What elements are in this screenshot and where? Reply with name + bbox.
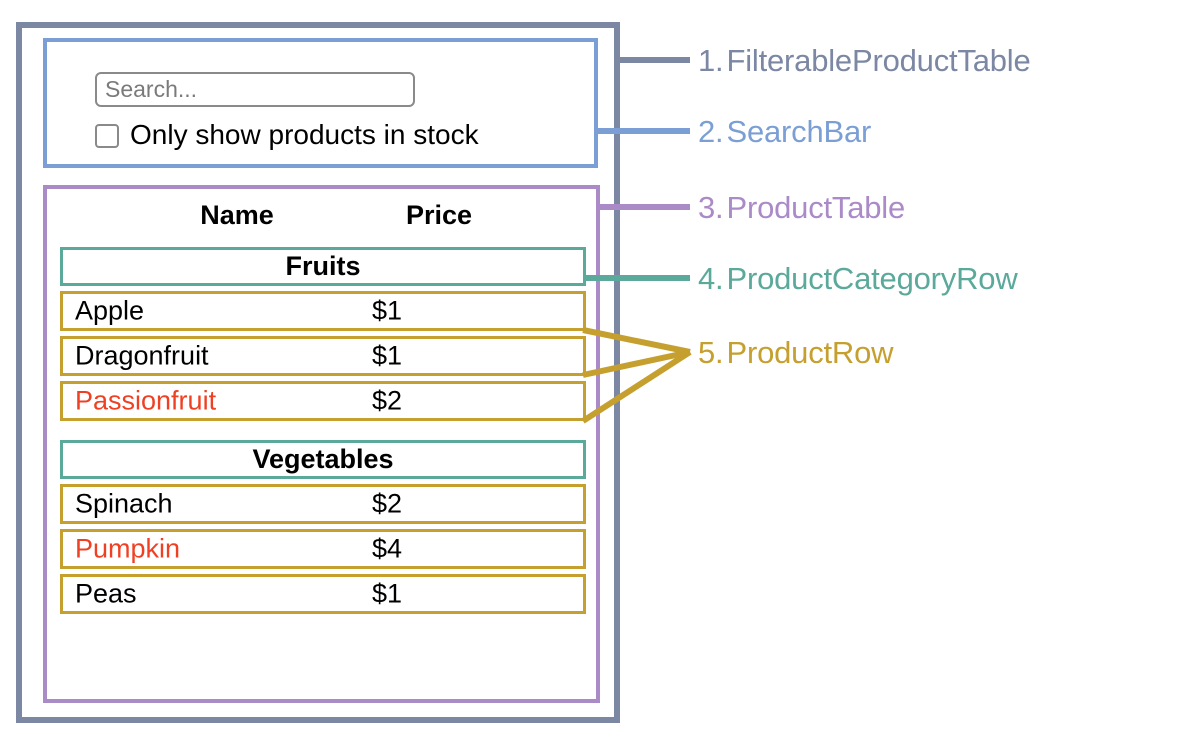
product-row: Peas $1 (60, 574, 586, 614)
product-name: Passionfruit (75, 385, 217, 416)
annotation-product-category-row: 4.ProductCategoryRow (698, 261, 1018, 297)
product-name: Peas (75, 578, 137, 609)
annotation-number-2: 2. (698, 114, 724, 149)
table-header-row: Name Price (47, 200, 596, 234)
product-price: $2 (372, 488, 403, 519)
annotation-label-5: ProductRow (726, 335, 894, 370)
product-row: Apple $1 (60, 291, 586, 331)
stock-filter-row[interactable]: Only show products in stock (95, 119, 479, 152)
search-bar-box: Only show products in stock (43, 38, 598, 168)
filterable-product-table-box: Only show products in stock Name Price F… (16, 22, 620, 723)
annotation-number-5: 5. (698, 335, 724, 370)
column-header-price: Price (405, 200, 473, 230)
checkbox-icon[interactable] (95, 124, 119, 148)
product-category-row: Vegetables (60, 440, 586, 479)
product-category-label: Vegetables (252, 444, 394, 474)
annotation-label-3: ProductTable (726, 190, 906, 225)
product-name: Pumpkin (75, 533, 181, 564)
annotation-number-1: 1. (698, 43, 724, 78)
category-group-gap (60, 426, 586, 440)
annotation-label-4: ProductCategoryRow (726, 261, 1018, 296)
annotation-number-3: 3. (698, 190, 724, 225)
product-price: $2 (372, 385, 403, 416)
product-name: Spinach (75, 488, 173, 519)
product-row: Pumpkin $4 (60, 529, 586, 569)
column-header-name: Name (200, 200, 274, 230)
product-row: Passionfruit $2 (60, 381, 586, 421)
annotation-search-bar: 2.SearchBar (698, 114, 871, 150)
annotation-number-4: 4. (698, 261, 724, 296)
product-category-label: Fruits (285, 251, 361, 281)
product-price: $1 (372, 578, 403, 609)
annotation-label-2: SearchBar (726, 114, 872, 149)
product-price: $1 (372, 340, 403, 371)
product-row: Spinach $2 (60, 484, 586, 524)
product-price: $4 (372, 533, 403, 564)
annotation-filterable-product-table: 1.FilterableProductTable (698, 43, 1031, 79)
product-name: Apple (75, 295, 145, 326)
product-name: Dragonfruit (75, 340, 209, 371)
annotation-label-1: FilterableProductTable (726, 43, 1031, 78)
annotation-product-table: 3.ProductTable (698, 190, 905, 226)
stock-filter-label: Only show products in stock (130, 119, 479, 150)
search-input[interactable] (95, 72, 415, 107)
product-category-row: Fruits (60, 247, 586, 286)
annotation-product-row: 5.ProductRow (698, 335, 894, 371)
product-price: $1 (372, 295, 403, 326)
product-row: Dragonfruit $1 (60, 336, 586, 376)
